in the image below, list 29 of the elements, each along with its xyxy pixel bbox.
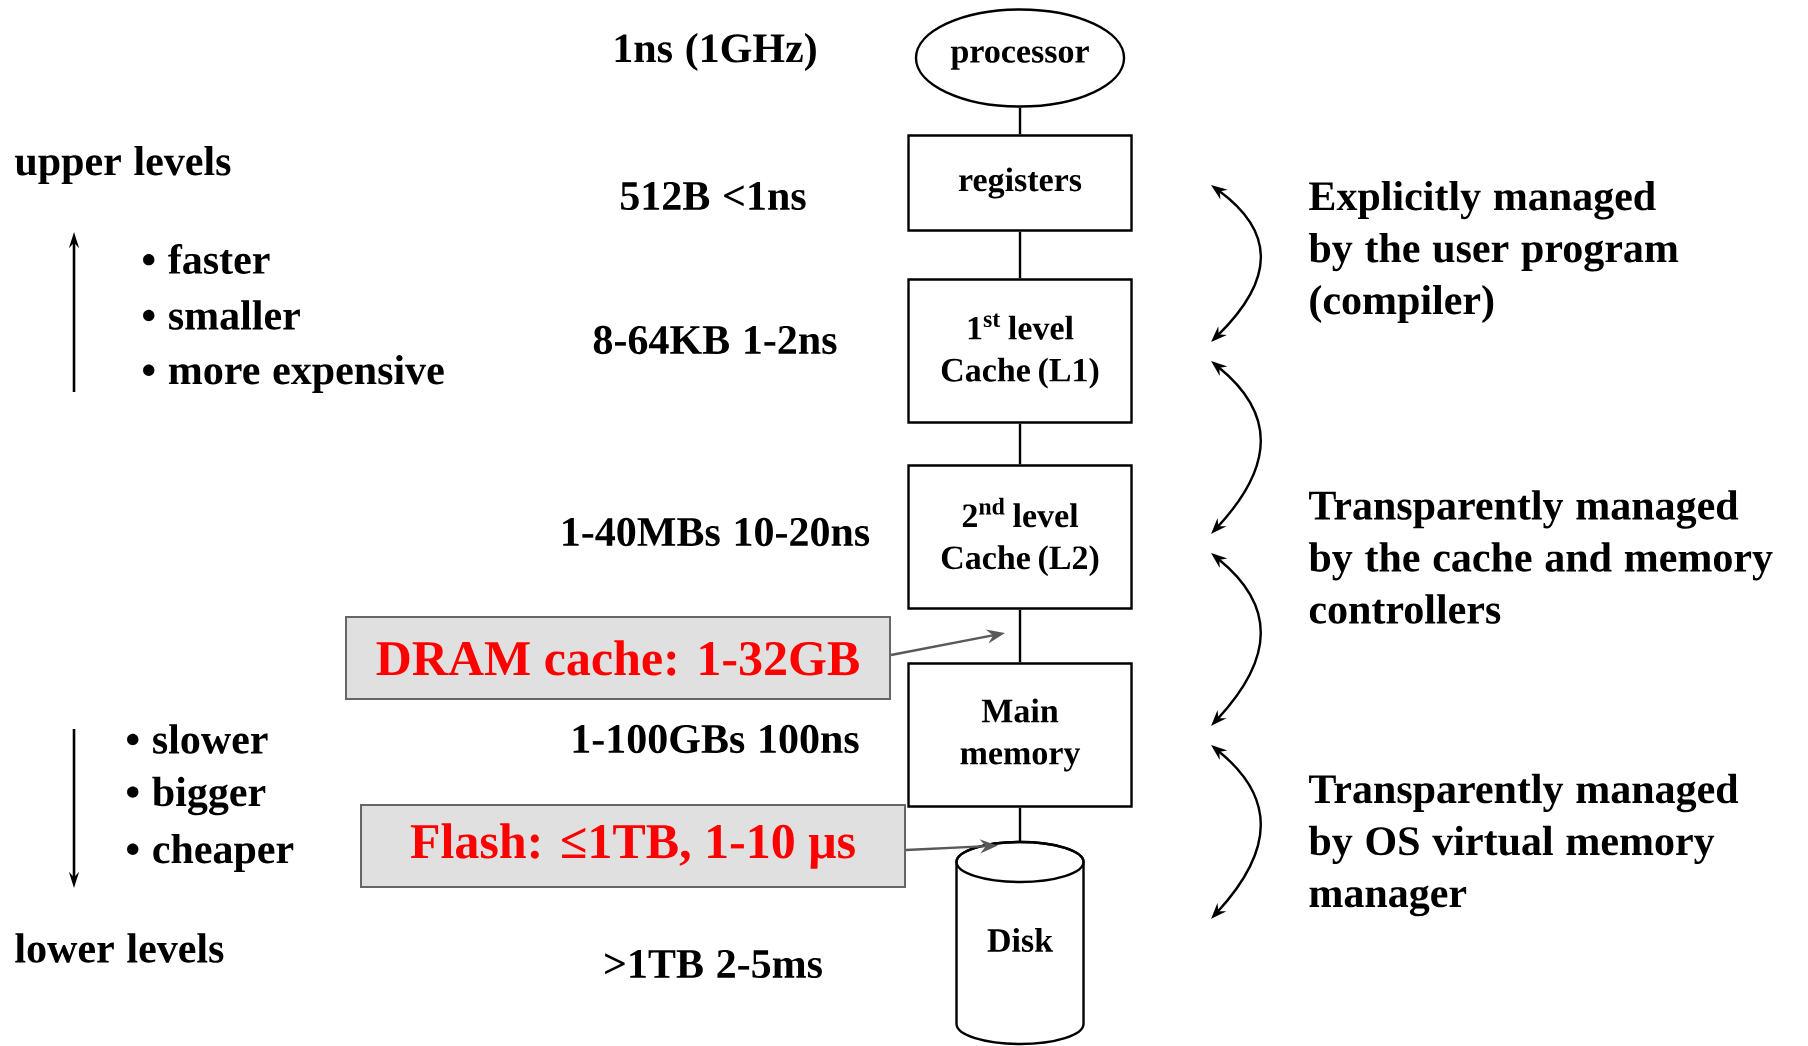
connector-line bbox=[1018, 231, 1022, 279]
label-text: Explicitly managed by the user program (compiler) bbox=[1308, 180, 1679, 324]
label-text: • cheaper bbox=[127, 833, 294, 873]
label-text: 512B <1ns bbox=[621, 181, 806, 211]
memory-box: registers bbox=[907, 134, 1133, 232]
disk-cylinder: Disk bbox=[955, 840, 1085, 1046]
label-text: • more expensive bbox=[143, 354, 444, 394]
label-text: lower levels bbox=[15, 933, 224, 963]
label-text: • faster bbox=[143, 244, 270, 274]
memory-box: 1$^{st}$ level Cache (L1) bbox=[907, 278, 1133, 424]
label-text: 1-100GBs 100ns bbox=[573, 724, 859, 754]
connector-line bbox=[1018, 609, 1022, 663]
label-text: >1TB 2-5ms bbox=[605, 949, 822, 979]
label-text: 1-40MBs 10-20ns bbox=[563, 517, 870, 547]
memory-box: Main memory bbox=[907, 662, 1133, 808]
memory-box: 2$^{nd}$ level Cache (L2) bbox=[907, 464, 1133, 610]
connector-line bbox=[1018, 107, 1022, 135]
label-text: 8-64KB 1-2ns bbox=[593, 325, 837, 355]
label-text: Transparently managed by the cache and memory controllers bbox=[1308, 490, 1773, 624]
label-text: • smaller bbox=[143, 300, 300, 330]
label-text: • bigger bbox=[127, 776, 266, 816]
callout-box: DRAM cache: 1-32GB bbox=[345, 616, 891, 700]
label-text: Transparently managed by OS virtual memory manager bbox=[1308, 773, 1739, 917]
callout-box: Flash: ≤1TB, 1-10 μs bbox=[360, 804, 906, 888]
connector-line bbox=[1018, 423, 1022, 465]
connector-line bbox=[1018, 807, 1022, 842]
label-text: upper levels bbox=[15, 145, 231, 185]
label-text: • slower bbox=[127, 724, 268, 754]
label-text: 1ns (1GHz) bbox=[615, 32, 816, 72]
